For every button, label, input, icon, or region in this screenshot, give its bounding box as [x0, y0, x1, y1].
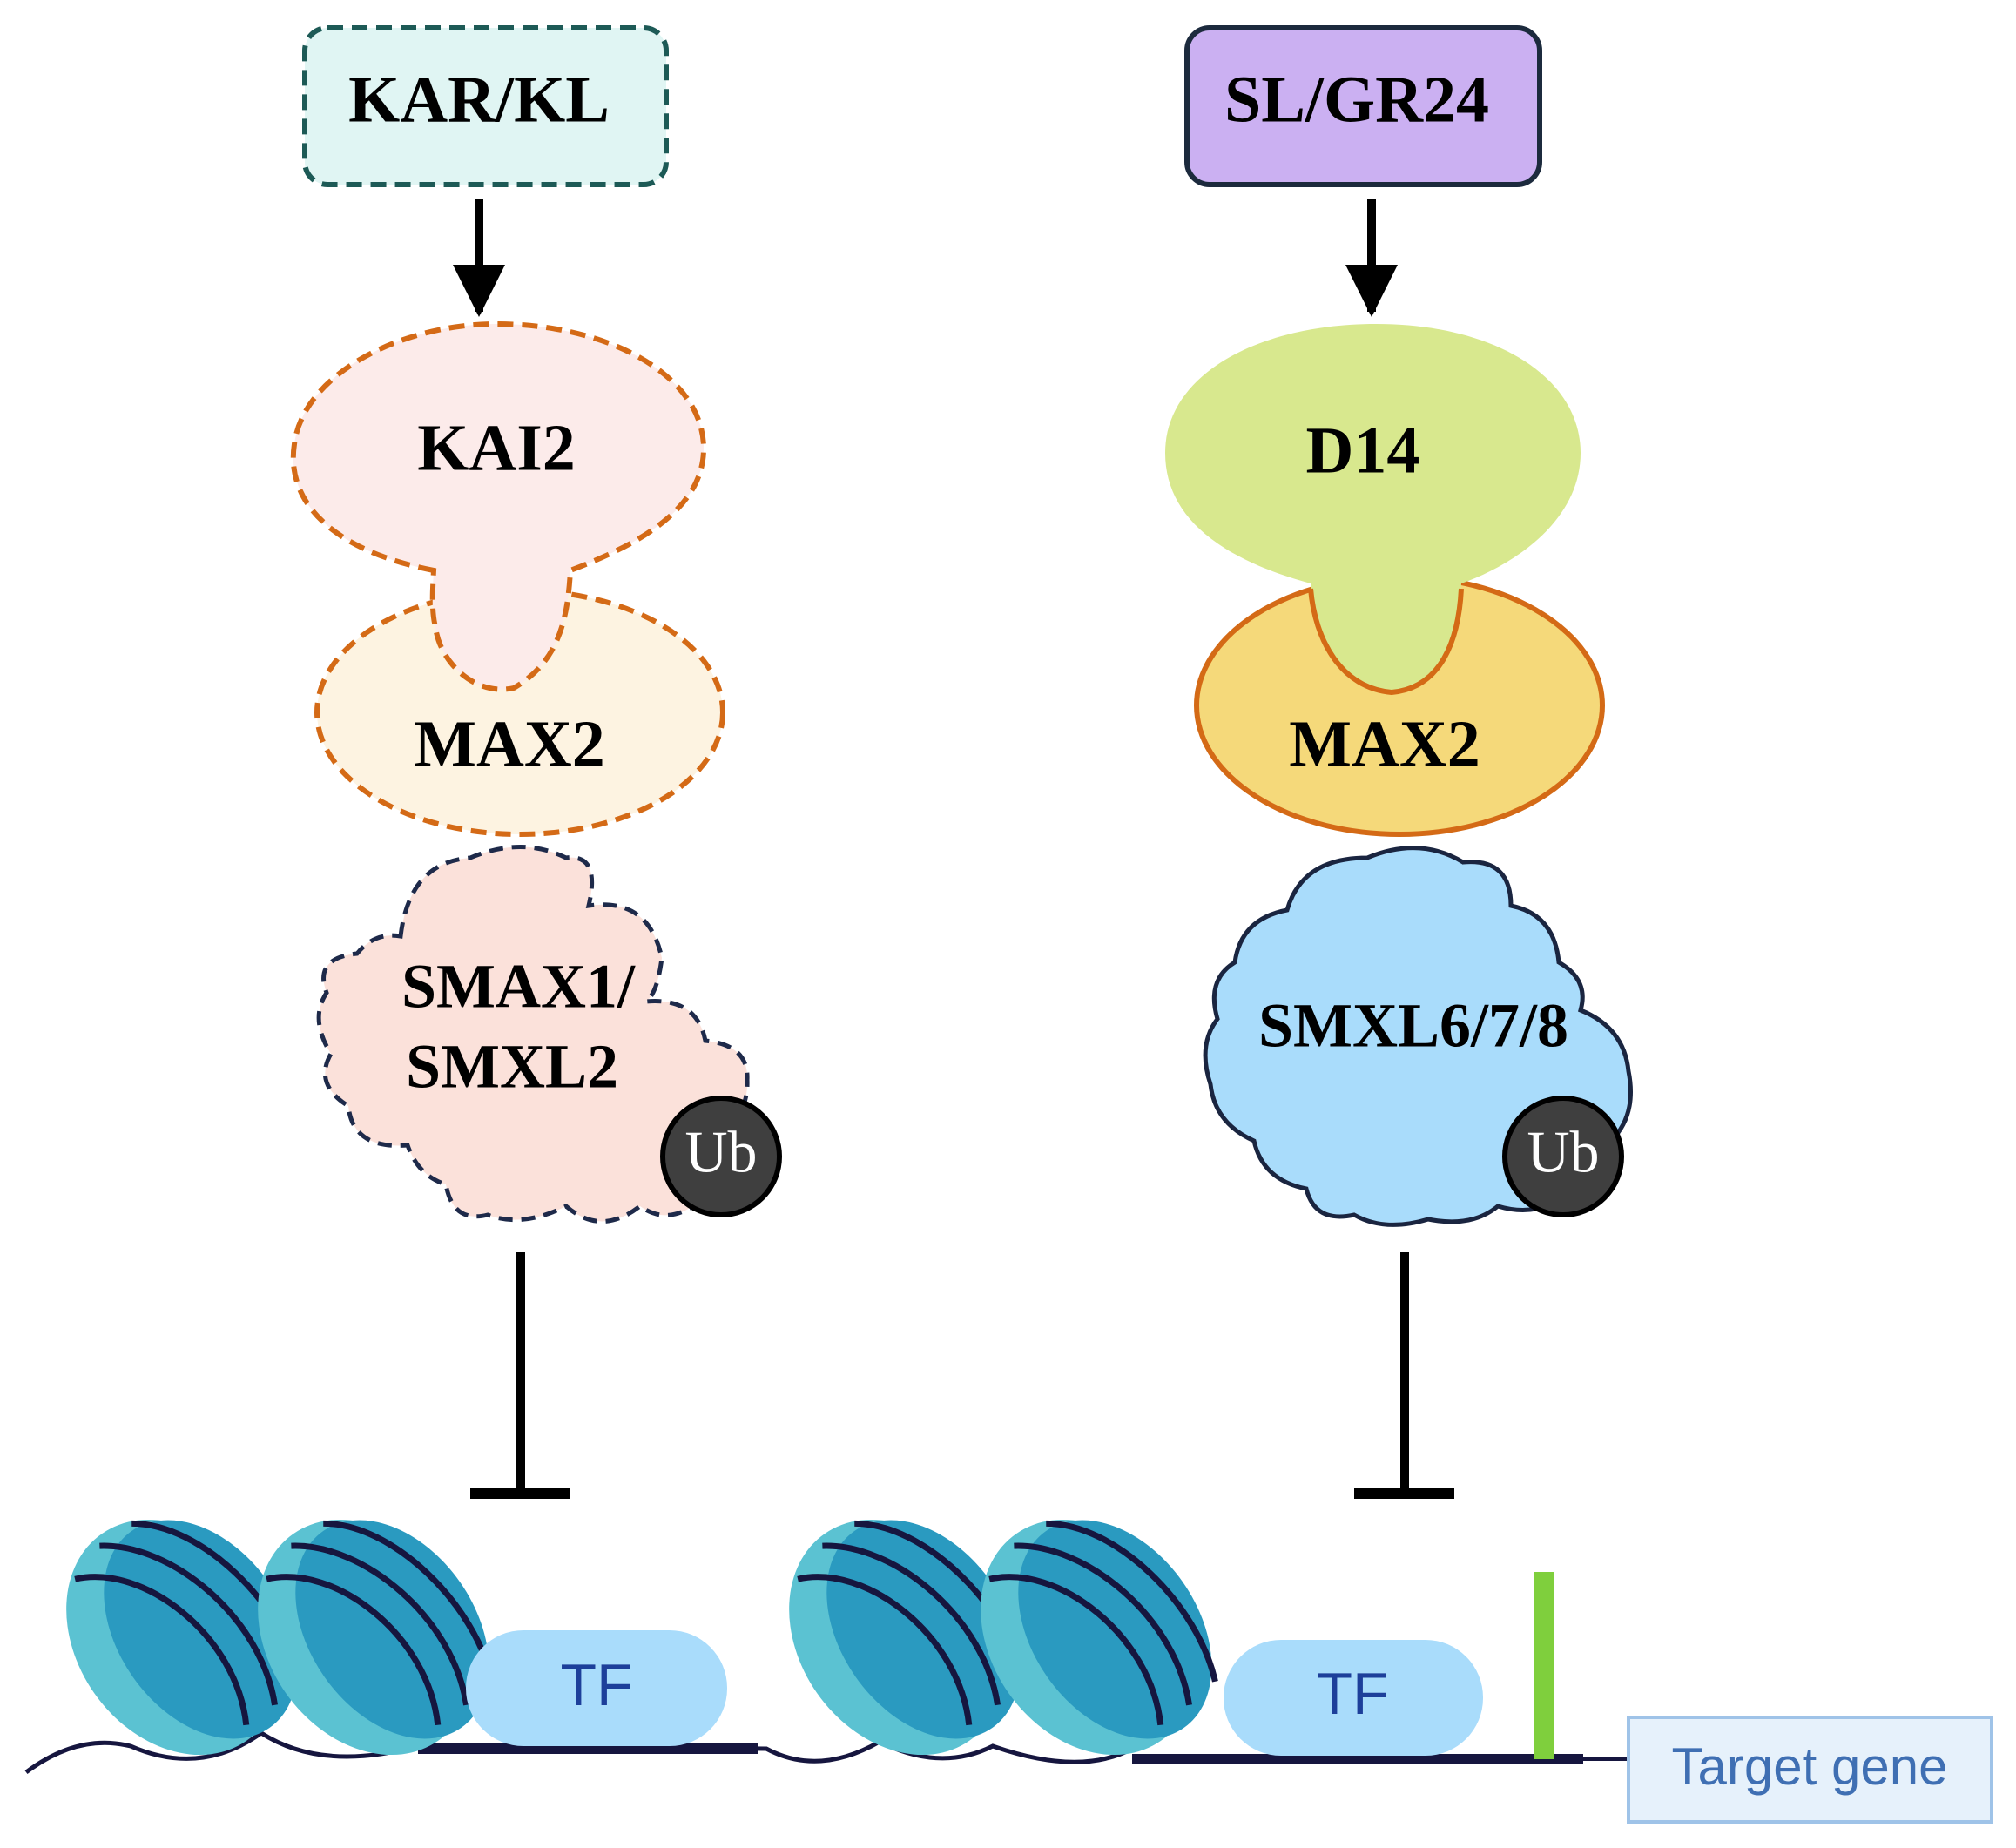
smxl2-label-line2: SMXL2: [406, 1032, 618, 1102]
sl-gr24-label: SL/GR24: [1224, 63, 1489, 136]
chromatin-strand: TF TF Target gene: [24, 1519, 1993, 1824]
nucleosome-1: [66, 1519, 304, 1756]
tf-right-pill: [1224, 1640, 1483, 1756]
sl-gr24-box: [1184, 25, 1542, 187]
nucleosome-3: [789, 1519, 1027, 1756]
tf-left-label: TF: [560, 1652, 632, 1718]
smxl678-label: SMXL6/7/8: [1258, 991, 1568, 1061]
smax1-label-line1: SMAX1/: [401, 952, 636, 1022]
ubiquitin-left-label: Ub: [684, 1119, 757, 1185]
ubiquitin-left-badge: [660, 1096, 782, 1217]
kar-kl-label: KAR/KL: [348, 63, 610, 136]
kai2-shape: [290, 320, 707, 692]
nucleosome-2: [258, 1519, 496, 1756]
tss-marker: [1534, 1572, 1554, 1759]
max2-left-label: MAX2: [414, 707, 605, 780]
left-pathway: KAR/KL KAI2 MAX2 SMAX1/ SMXL2 Ub: [290, 25, 782, 1499]
tf-right-label: TF: [1316, 1661, 1388, 1727]
right-pathway: SL/GR24 D14 MAX2 SMXL6/7/8 Ub: [1165, 25, 1633, 1499]
d14-label: D14: [1306, 414, 1420, 487]
max2-right-label: MAX2: [1289, 707, 1480, 780]
d14-shape: [1165, 324, 1581, 692]
ubiquitin-right-badge: [1502, 1096, 1624, 1217]
target-gene-label: Target gene: [1672, 1737, 1948, 1796]
nucleosome-4: [981, 1519, 1218, 1756]
max2-left-shape: [314, 588, 725, 837]
d14-stem-outline: [1308, 588, 1464, 696]
ubiquitin-right-label: Ub: [1527, 1119, 1599, 1185]
tf-left-pill: [466, 1630, 727, 1746]
kar-kl-box: [302, 25, 669, 187]
kai2-label: KAI2: [417, 411, 576, 484]
target-gene-box: [1627, 1716, 1993, 1824]
